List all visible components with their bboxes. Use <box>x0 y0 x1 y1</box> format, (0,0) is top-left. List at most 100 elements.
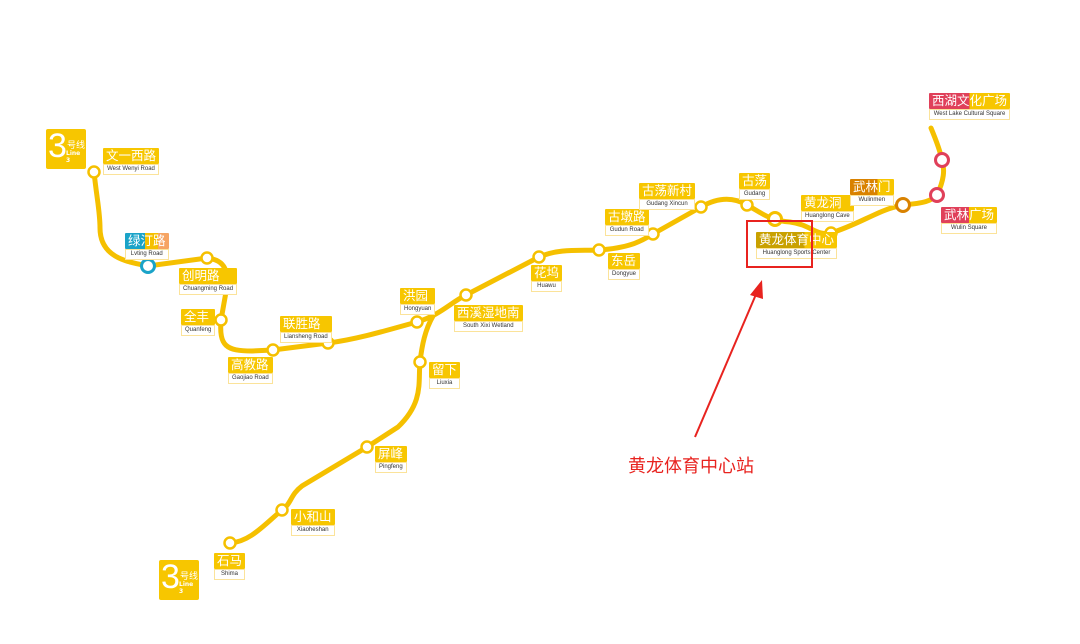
line-3-badge-top: 3 号线 Line 3 <box>46 127 86 169</box>
station-name-en: Liansheng Road <box>280 332 332 343</box>
station-marker[interactable] <box>459 288 473 302</box>
station-name-en: Shima <box>214 569 246 580</box>
station-name-en: Gudun Road <box>605 225 649 236</box>
station-name-en: Gudang Xincun <box>639 199 696 210</box>
station-name-cn: 古墩路 <box>605 209 649 225</box>
station-name-en: Hongyuan <box>400 304 436 315</box>
station-name-cn: 东岳 <box>608 253 641 269</box>
station-name-cn: 全丰 <box>181 309 216 325</box>
station-name-en: Huawu <box>531 281 563 292</box>
station-marker[interactable] <box>740 198 754 212</box>
annotation-arrow-head <box>750 280 763 299</box>
station-name-cn: 西湖文化广场 <box>929 93 1011 109</box>
highlight-box <box>746 220 813 268</box>
station-name-cn: 武林广场 <box>941 207 998 223</box>
station-marker[interactable] <box>532 250 546 264</box>
station-name-cn: 文一西路 <box>103 148 160 164</box>
line-cn-label: 号线 <box>180 572 199 582</box>
interchange-station-marker[interactable] <box>140 258 156 274</box>
station-name-cn: 绿汀路 <box>125 233 169 249</box>
station-name-en: Pingfeng <box>375 462 407 473</box>
station-marker[interactable] <box>223 536 237 550</box>
interchange-station-marker[interactable] <box>767 211 783 227</box>
station-name-en: Huanglong Cave <box>801 211 854 222</box>
station-name-cn: 石马 <box>214 553 246 569</box>
line-3-main-track <box>91 125 947 354</box>
station-name-en: Chuangming Road <box>179 284 238 295</box>
station-name-cn: 创明路 <box>179 268 238 284</box>
interchange-station-marker[interactable] <box>929 187 945 203</box>
station-name-en: Quanfeng <box>181 325 216 336</box>
station-name-cn: 联胜路 <box>280 316 332 332</box>
line-3-badge-bottom: 3 号线 Line 3 <box>159 558 199 600</box>
station-name-en: Xiaoheshan <box>291 525 335 536</box>
station-marker[interactable] <box>646 227 660 241</box>
station-name-cn: 屏峰 <box>375 446 407 462</box>
station-name-en: Liuxia <box>429 378 461 389</box>
station-name-cn: 武林门 <box>850 179 894 195</box>
station-name-cn: 西溪湿地南 <box>454 305 523 321</box>
station-name-en: West Lake Cultural Square <box>929 109 1011 120</box>
station-name-en: Huanglong Sports Center <box>756 248 838 259</box>
interchange-station-marker[interactable] <box>895 197 911 213</box>
station-name-cn: 留下 <box>429 362 461 378</box>
station-name-en: Lvting Road <box>125 249 169 260</box>
station-marker[interactable] <box>214 313 228 327</box>
station-name-cn: 小和山 <box>291 509 335 525</box>
station-name-cn: 古荡新村 <box>639 183 696 199</box>
station-name-cn: 花坞 <box>531 265 563 281</box>
station-name-cn: 黄龙体育中心 <box>756 232 838 248</box>
station-marker[interactable] <box>592 243 606 257</box>
station-name-cn: 古荡 <box>739 173 771 189</box>
annotation-text: 黄龙体育中心站 <box>628 456 754 477</box>
station-marker[interactable] <box>413 355 427 369</box>
line-number: 3 <box>48 127 67 165</box>
station-marker[interactable] <box>266 343 280 357</box>
station-marker[interactable] <box>200 251 214 265</box>
station-marker[interactable] <box>360 440 374 454</box>
line-en-label: Line 3 <box>66 150 81 164</box>
station-name-en: Wulin Square <box>941 223 998 234</box>
station-marker[interactable] <box>275 503 289 517</box>
station-name-cn: 洪园 <box>400 288 436 304</box>
annotation-arrow-shaft <box>694 291 758 438</box>
line-en-label: Line 3 <box>179 581 194 595</box>
station-marker[interactable] <box>694 200 708 214</box>
line-number: 3 <box>161 558 180 596</box>
station-name-en: West Wenyi Road <box>103 164 160 175</box>
station-marker[interactable] <box>87 165 101 179</box>
line-cn-label: 号线 <box>67 141 86 151</box>
station-name-en: South Xixi Wetland <box>454 321 523 332</box>
station-marker[interactable] <box>410 315 424 329</box>
station-name-en: Gaojiao Road <box>228 373 273 384</box>
station-name-en: Dongyue <box>608 269 641 280</box>
interchange-station-marker[interactable] <box>934 152 950 168</box>
station-name-cn: 黄龙洞 <box>801 195 854 211</box>
station-name-cn: 高教路 <box>228 357 273 373</box>
station-name-en: Wulinmen <box>850 195 894 206</box>
